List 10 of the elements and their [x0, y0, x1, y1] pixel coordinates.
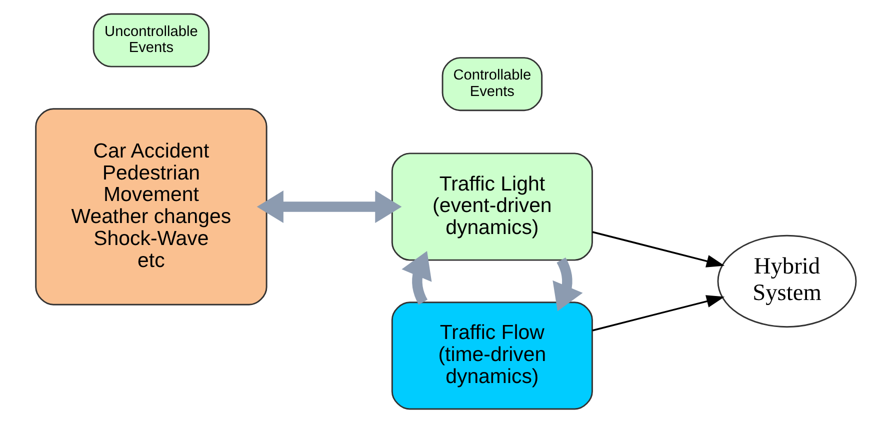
node-box: Controllable Events	[441, 57, 542, 112]
node-box: Uncontrollable Events	[92, 13, 210, 68]
node-ellipse: Hybrid System	[716, 234, 856, 328]
node-box: Traffic Flow (time-driven dynamics)	[390, 302, 592, 410]
node-box: Car Accident Pedestrian Movement Weather changes Shock-Wave etc	[34, 108, 267, 306]
node-box: Traffic Light (event-driven dynamics)	[390, 152, 592, 261]
arrow	[256, 190, 402, 224]
arrow	[592, 231, 724, 268]
arrow	[401, 251, 432, 305]
arrow	[592, 295, 724, 332]
